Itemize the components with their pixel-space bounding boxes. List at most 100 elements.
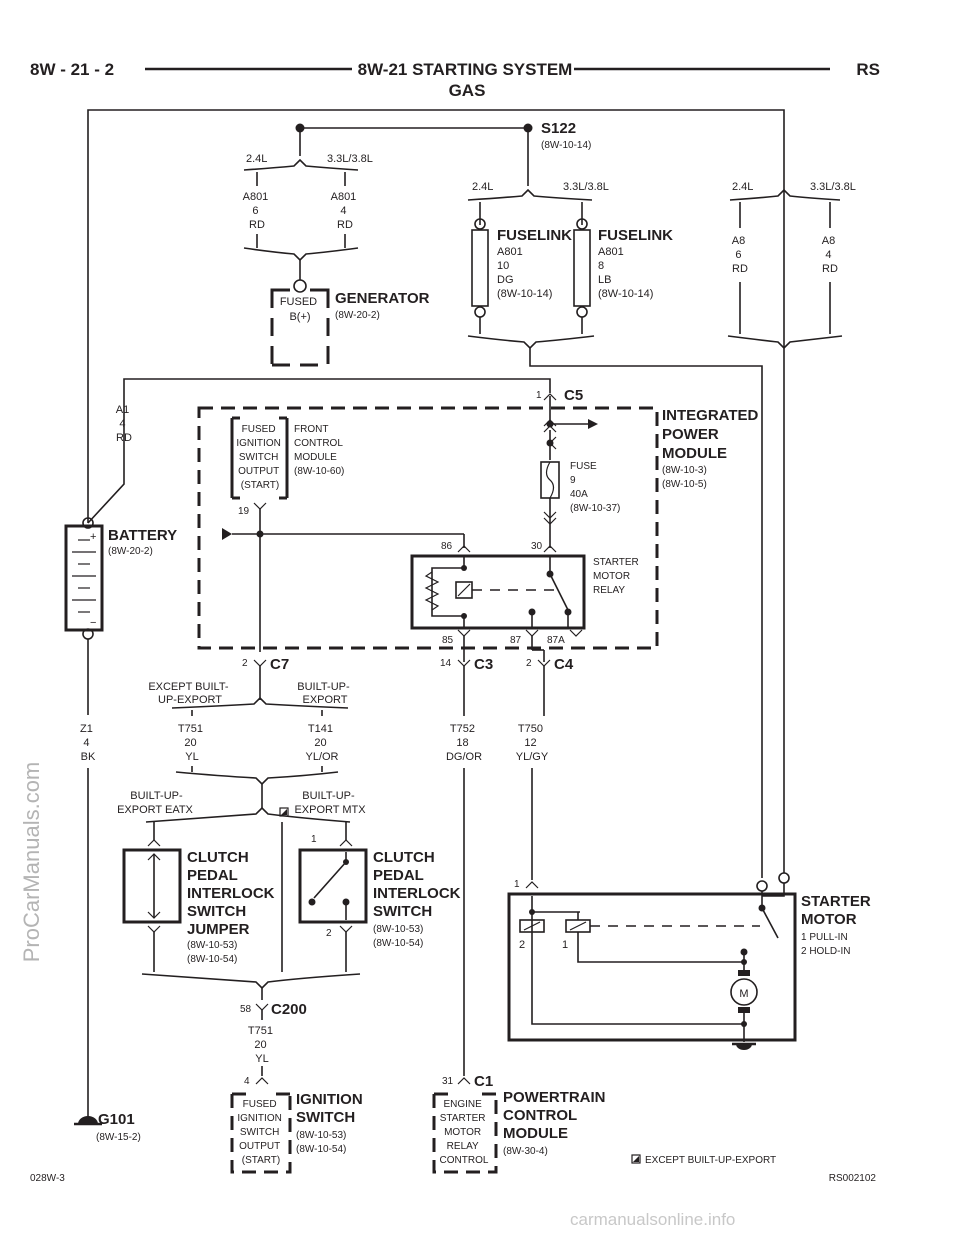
wire-label-a801-6: A801 6 RD [243,191,272,231]
ignition-switch-refs: (8W-10-53) (8W-10-54) [296,1130,349,1155]
starter-motor: 1 2 1 M STARTER MOTOR [507,872,875,1050]
starter-motor-notes: 1 PULL-IN 2 HOLD-IN [801,932,850,957]
fuselink-2-details: A801 8 LB (8W-10-14) [598,246,653,300]
splice-s122-label: S122 [541,120,576,137]
page-title: 8W-21 STARTING SYSTEM [358,60,573,79]
starter-pin-top: 1 [514,879,520,890]
battery-title: BATTERY [108,527,177,544]
pcm-ref: (8W-30-4) [503,1146,548,1157]
wire-label-t141: T141 20 YL/OR [305,723,338,763]
wire-label-t752: T752 18 DG/OR [446,723,482,763]
clutch-switch-title: CLUTCH PEDAL INTERLOCK SWITCH [373,849,465,920]
wire-label-a1: A1 4 RD [116,404,133,444]
power-feed-wiring: S122 (8W-10-14) [87,109,785,873]
relay-pin-30: 30 [531,541,543,552]
generator-terminal [293,279,307,293]
generator-ref: (8W-20-2) [335,310,380,321]
footer-right: RS002102 [829,1173,877,1184]
ground-name: G101 [98,1111,135,1128]
engine-option-right: 3.3L/3.8L [810,181,856,193]
generator-branch: 2.4L 3.3L/3.8L A801 6 RD A801 4 RD FUSED… [243,128,430,367]
wire-label-a8-6: A8 6 RD [732,235,749,275]
fuselink-branch: 2.4L 3.3L/3.8L FUSELINK A801 10 DG (8W-1… [467,128,763,878]
relay-label: STARTER MOTOR RELAY [593,557,642,596]
ignition-connector-label: FUSED IGNITION SWITCH OUTPUT (START) [237,1099,284,1166]
pcm-connector-label: ENGINE STARTER MOTOR RELAY CONTROL [440,1099,489,1166]
c7-label: C7 [270,656,289,673]
fuselink-2-title: FUSELINK [598,227,673,244]
ignition-switch-title: IGNITION SWITCH [296,1091,367,1126]
ground-ref: (8W-15-2) [96,1132,141,1143]
clutch-pedal-interlock-switch: 1 2 CLUTCH PEDAL INTERLOCK SWITCH (8W-10… [298,822,465,972]
legend-note-icon [279,807,289,817]
starter-motor-relay-box [410,554,586,630]
ipm-refs: (8W-10-3) (8W-10-5) [662,465,710,490]
page-code: 8W - 21 - 2 [30,60,114,79]
c3-label: C3 [474,656,493,673]
engine-option-right: 3.3L/3.8L [327,153,373,165]
pcm-pin: 31 [442,1076,454,1087]
page-header: 8W - 21 - 2 8W-21 STARTING SYSTEM GAS RS [30,60,880,100]
c4-label: C4 [554,656,574,673]
legend: EXCEPT BUILT-UP-EXPORT [631,1154,776,1166]
section-code: RS [856,60,880,79]
starter-motor-title: STARTER MOTOR [801,893,875,928]
wire-label-t750: T750 12 YL/GY [516,723,549,763]
ipm-title: INTEGRATED POWER MODULE [662,407,763,462]
fcm-connector-label: FUSED IGNITION SWITCH OUTPUT (START) [236,424,283,491]
vertical-watermark: ProCarManuals.com [19,761,44,963]
page-footer: 028W-3 RS002102 [30,1173,876,1184]
engine-option-left: 2.4L [246,153,267,165]
motor-symbol [730,978,758,1006]
engine-option-left: 2.4L [732,181,753,193]
clutch-switch-pin-bottom: 2 [326,928,332,939]
generator-title: GENERATOR [335,290,430,307]
powertrain-control-module: 31 C1 ENGINE STARTER MOTOR RELAY CONTROL… [432,1073,606,1174]
wire-label-z1: Z1 4 BK [80,723,96,763]
c5-pin: 1 [536,390,542,401]
battery-ref: (8W-20-2) [108,546,153,557]
relay-output-wires: T752 18 DG/OR T750 12 YL/GY [446,666,549,1076]
battery-minus: − [90,617,96,629]
starter-motor-body [507,892,797,1042]
splice-s122-ref: (8W-10-14) [541,140,591,151]
clutch-pedal-interlock-switch-jumper: CLUTCH PEDAL INTERLOCK SWITCH JUMPER (8W… [122,822,275,972]
fuselink-body [573,229,591,307]
wire-label-a801-4: A801 4 RD [331,191,360,231]
c3-pin: 14 [440,658,452,669]
c5-label: C5 [564,387,583,404]
page-subtitle: GAS [449,81,486,100]
pcm-connector: C1 [474,1073,493,1090]
motor-symbol-letter: M [739,988,748,1000]
wire-label-t751-bottom: T751 20 YL [248,1025,276,1065]
clutch-switch-pin-top: 1 [311,834,317,845]
integrated-power-module: INTEGRATED POWER MODULE (8W-10-3) (8W-10… [197,387,763,673]
legend-text: EXCEPT BUILT-UP-EXPORT [645,1155,776,1166]
fcm-pin: 19 [238,506,250,517]
jumper-body [122,848,182,924]
battery: A1 4 RD + − BATTERY (8W-20-2) Z1 4 BK [64,378,551,1118]
option-except-built-up-export: EXCEPT BUILT- UP-EXPORT [148,681,231,706]
starter-feed-branch: 2.4L 3.3L/3.8L A8 6 RD A8 4 RD [727,181,856,350]
fuse-9-label: FUSE 9 40A (8W-10-37) [570,461,620,514]
wire-label-t751: T751 20 YL [178,723,206,763]
relay-pin-87a: 87A [547,635,565,646]
ipm-outline [197,406,659,650]
fcm-label: FRONT CONTROL MODULE (8W-10-60) [294,424,345,477]
fuselink-body [471,229,489,307]
clutch-jumper-refs: (8W-10-53) (8W-10-54) [187,940,240,965]
c200-and-ignition-switch: 58 C200 T751 20 YL 4 FUSED IGNITION SWIT… [141,973,367,1174]
clutch-switch-refs: (8W-10-53) (8W-10-54) [373,924,426,949]
clutch-switch-body [298,848,368,924]
option-built-up-export-mtx: BUILT-UP- EXPORT MTX [294,790,366,816]
c7-option-split: EXCEPT BUILT- UP-EXPORT BUILT-UP- EXPORT… [117,666,366,972]
relay-pin-86: 86 [441,541,453,552]
fuselink-1-details: A801 10 DG (8W-10-14) [497,246,552,300]
c7-pin: 2 [242,658,248,669]
option-built-up-export: BUILT-UP- EXPORT [297,681,352,706]
bottom-watermark: carmanualsonline.info [570,1210,736,1229]
ignition-pin: 4 [244,1076,250,1087]
fuselink-1-title: FUSELINK [497,227,572,244]
relay-pin-87: 87 [510,635,522,646]
